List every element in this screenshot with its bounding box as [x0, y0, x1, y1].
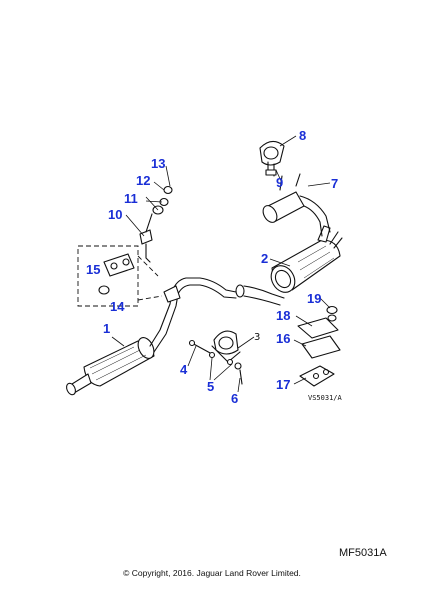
downpipe-clamp — [259, 140, 285, 177]
callout-16: 16 — [276, 331, 290, 346]
callout-11: 11 — [124, 191, 138, 206]
heat-shield-brackets — [297, 305, 341, 387]
front-pipe — [262, 173, 331, 237]
callout-15: 15 — [86, 262, 100, 277]
mounting-stack — [139, 185, 173, 263]
drawing-reference: VS5031/A — [308, 394, 343, 402]
callout-8: 8 — [299, 128, 306, 143]
callout-1: 1 — [103, 321, 110, 336]
front-silencer — [270, 225, 343, 293]
callout-5: 5 — [207, 379, 214, 394]
callout-2: 2 — [261, 251, 268, 266]
callout-12: 12 — [136, 173, 150, 188]
pipe-clamp — [188, 330, 243, 385]
callout-19: 19 — [307, 291, 321, 306]
callouts: 1 2 3 4 5 6 7 8 9 10 11 12 13 14 15 16 1… — [86, 128, 338, 406]
callout-10: 10 — [108, 207, 122, 222]
callout-6: 6 — [231, 391, 238, 406]
copyright-notice: © Copyright, 2016. Jaguar Land Rover Lim… — [123, 568, 301, 578]
intermediate-pipe — [163, 277, 285, 306]
callout-14: 14 — [110, 299, 125, 314]
callout-7: 7 — [331, 176, 338, 191]
callout-9: 9 — [276, 175, 283, 190]
rubber-mount — [77, 245, 163, 307]
leader-lines — [111, 135, 331, 393]
callout-18: 18 — [276, 308, 290, 323]
callout-13: 13 — [151, 156, 165, 171]
callout-4: 4 — [180, 362, 188, 377]
callout-3: 3 — [254, 332, 260, 343]
figure-id: MF5031A — [339, 547, 387, 559]
callout-17: 17 — [276, 377, 290, 392]
